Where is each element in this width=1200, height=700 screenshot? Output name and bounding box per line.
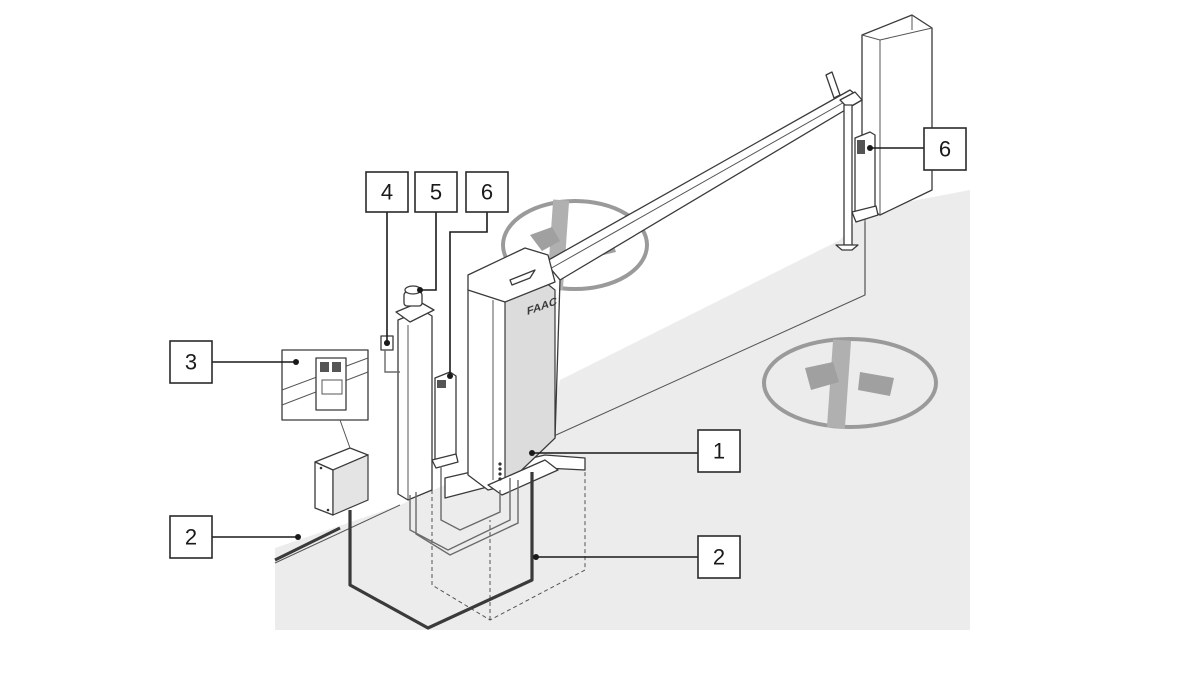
callout-5-label: 5: [430, 180, 442, 205]
callout-6-near-label: 6: [481, 180, 493, 205]
callout-5: 5: [414, 171, 458, 293]
callout-4-label: 4: [381, 180, 393, 205]
ground-plane: [275, 190, 970, 630]
callout-6-far-label: 6: [939, 137, 951, 162]
callout-4: 4: [365, 171, 409, 346]
barrier-boom: [544, 71, 863, 281]
wall-column-left: [397, 309, 433, 501]
callout-2-right-label: 2: [713, 545, 725, 570]
callout-2-left-label: 2: [185, 525, 197, 550]
callout-1-label: 1: [713, 439, 725, 464]
junction-box: [314, 447, 369, 516]
photocell-column-near: [431, 371, 459, 469]
callout-2-left: 2: [169, 515, 301, 559]
flashing-lamp: [395, 285, 435, 323]
callout-6-far: 6: [867, 127, 967, 171]
callout-1: 1: [529, 429, 741, 473]
boom-rest-post: [835, 104, 859, 251]
callout-3-label: 3: [185, 350, 197, 375]
power-cable-run: [274, 350, 534, 630]
wall-pillar: [861, 14, 933, 216]
breaker-detail-panel: [281, 349, 369, 449]
curb-edge: [274, 504, 401, 564]
no-pedestrian-sign-front: [762, 337, 938, 429]
photocell-column-far: [851, 131, 879, 223]
callout-2-right: 2: [533, 535, 741, 579]
barrier-cabinet: FAAC: [467, 247, 561, 496]
cabinet-leds: [498, 462, 502, 481]
callout-6-near: 6: [447, 171, 509, 379]
callout-3: 3: [169, 340, 299, 384]
